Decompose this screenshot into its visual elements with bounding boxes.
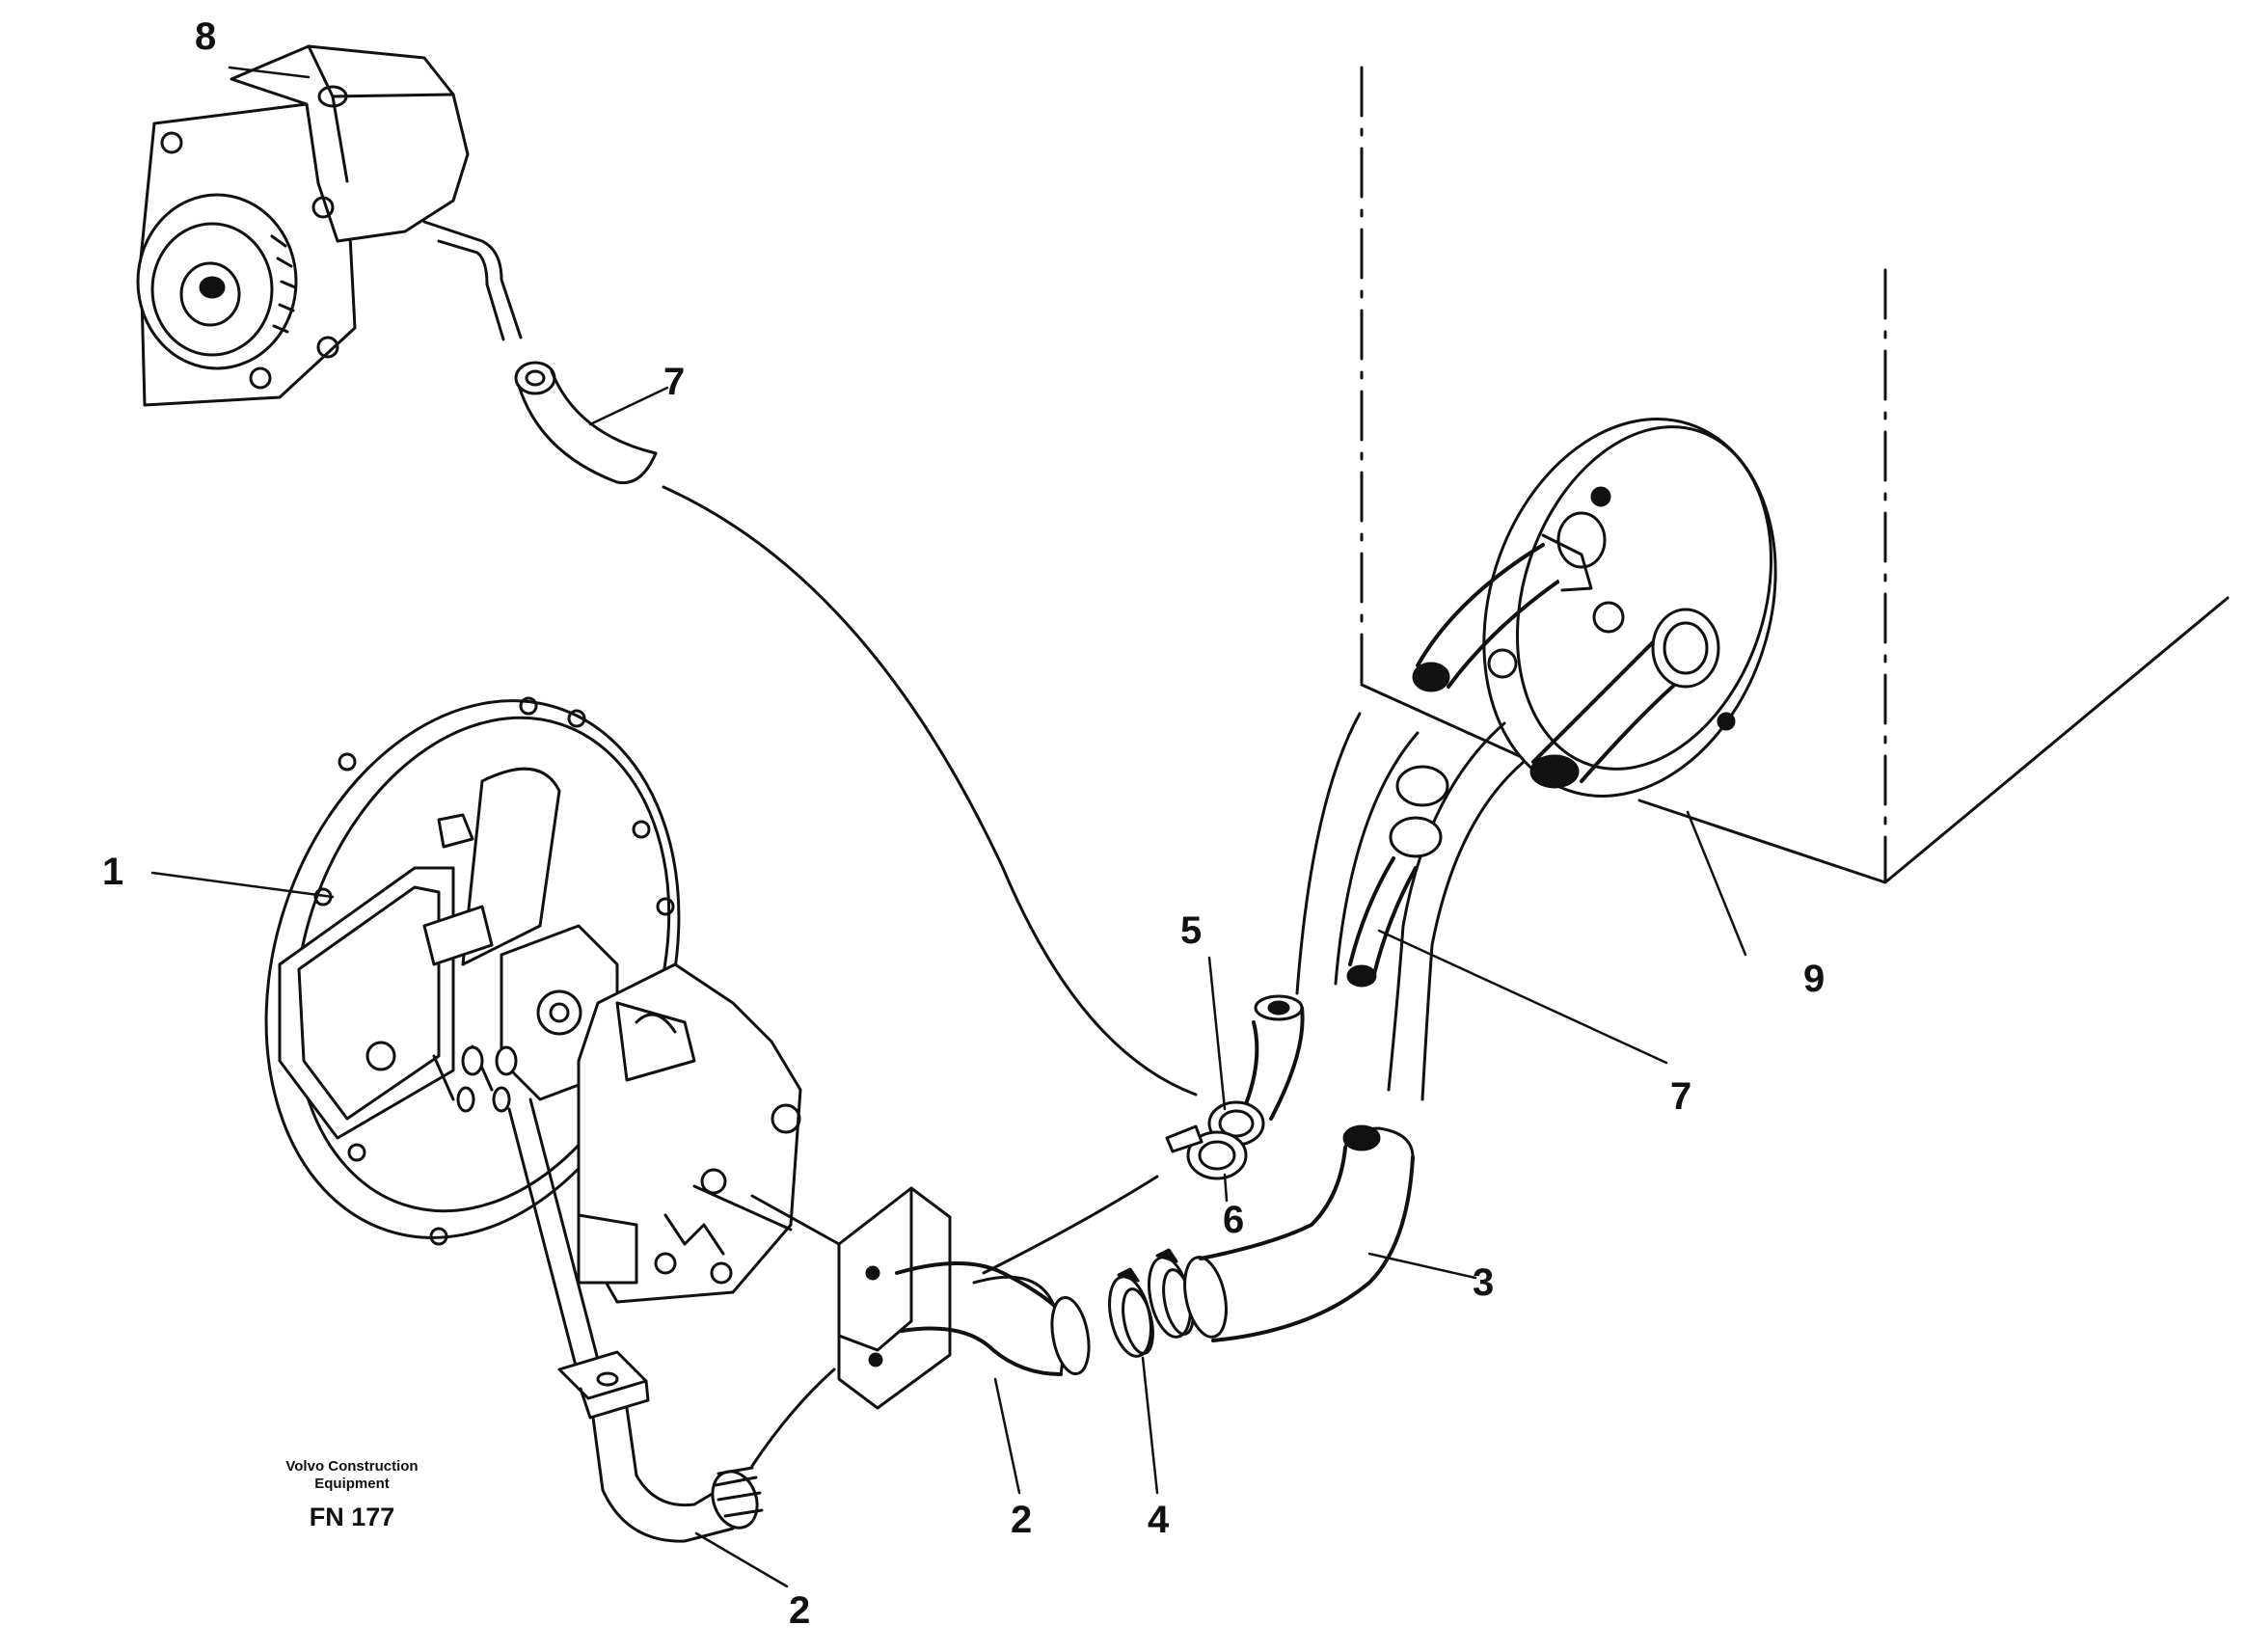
callout-1: 1 [102,851,124,893]
callout-2-lower: 2 [789,1589,811,1632]
hose-5-clamp-6 [1165,994,1305,1180]
caption-line-1: Volvo Construction [285,1458,419,1475]
clamps-4 [1108,1248,1195,1358]
elbow-hose-3 [1183,1124,1415,1342]
callout-7-upper: 7 [663,361,686,403]
callout-5: 5 [1180,909,1203,952]
tank-ports [1295,511,1720,1101]
hydraulic-tank [1360,66,2230,884]
callout-2-upper: 2 [1011,1499,1033,1541]
diagram-caption: Volvo Construction Equipment FN 177 [256,1458,448,1532]
leader-lines [150,66,1747,1588]
callout-4: 4 [1148,1499,1170,1541]
callout-3: 3 [1473,1261,1495,1304]
caption-line-2: Equipment [314,1476,390,1492]
callout-7-lower: 7 [1670,1075,1692,1118]
pump-8 [136,44,523,407]
callout-8: 8 [195,15,217,58]
main-hydraulic-pump [278,866,802,1304]
callout-6: 6 [1223,1199,1245,1241]
callout-9: 9 [1803,958,1826,1000]
figure-code: FN 177 [309,1503,395,1531]
elbow-2-upper [750,1175,1159,1410]
suction-pipe [507,1097,836,1543]
